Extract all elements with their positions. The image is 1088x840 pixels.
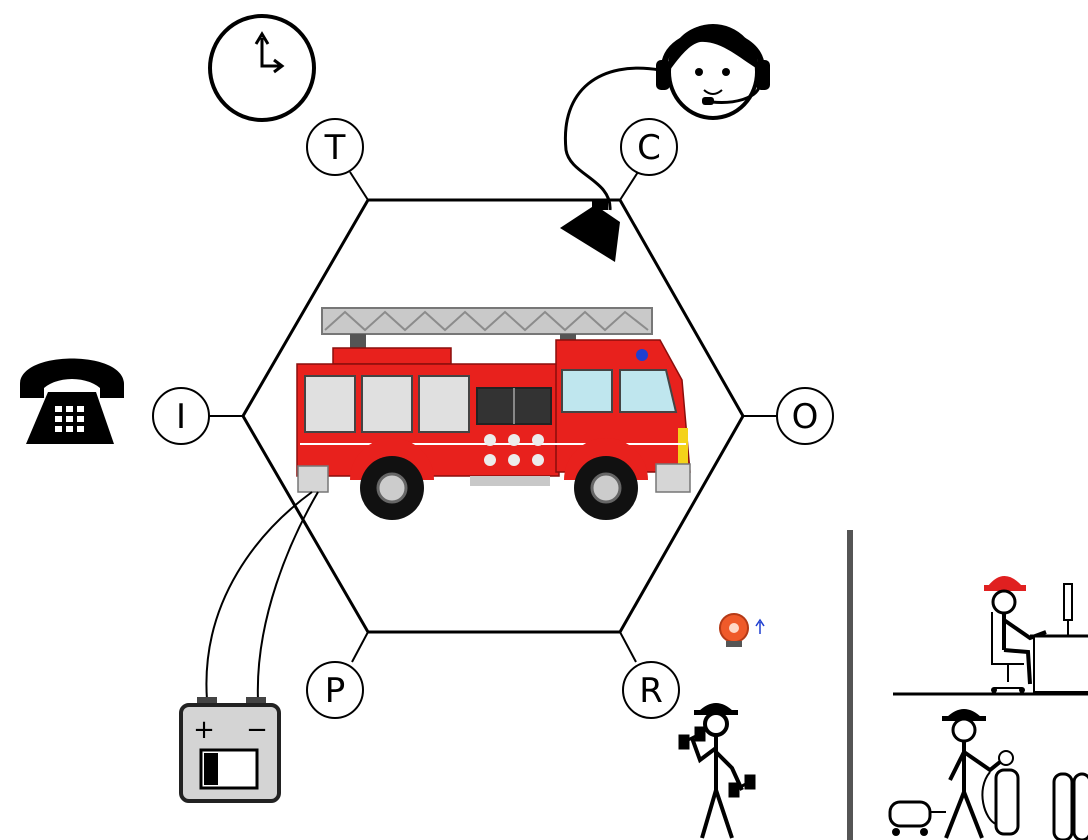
node-C[interactable]: C bbox=[621, 119, 677, 175]
alarm-bell-icon bbox=[720, 614, 764, 647]
node-T[interactable]: T bbox=[307, 119, 363, 175]
node-P[interactable]: P bbox=[307, 662, 363, 718]
battery-cables bbox=[206, 492, 318, 700]
fire-truck-icon bbox=[297, 308, 690, 520]
firefighter-training-icon bbox=[680, 703, 754, 838]
node-O[interactable]: O bbox=[777, 388, 833, 444]
equipment-cylinders-icon bbox=[1054, 774, 1088, 840]
firefighter-with-equipment-icon bbox=[890, 709, 1018, 838]
operator-headset-icon bbox=[565, 25, 770, 210]
dispatcher-at-desk-icon bbox=[984, 576, 1088, 693]
node-label-T: T bbox=[324, 128, 346, 168]
node-label-P: P bbox=[325, 671, 346, 711]
node-I[interactable]: I bbox=[153, 388, 209, 444]
node-label-I: I bbox=[176, 397, 186, 437]
battery-plus-label: + bbox=[193, 715, 215, 745]
node-R[interactable]: R bbox=[623, 662, 679, 718]
clock-icon bbox=[210, 16, 314, 120]
node-label-O: O bbox=[792, 397, 819, 437]
battery-minus-label: − bbox=[246, 715, 268, 745]
node-label-R: R bbox=[639, 671, 663, 711]
telephone-icon bbox=[20, 359, 124, 445]
node-label-C: C bbox=[637, 128, 661, 168]
battery-icon: + − bbox=[181, 697, 279, 801]
